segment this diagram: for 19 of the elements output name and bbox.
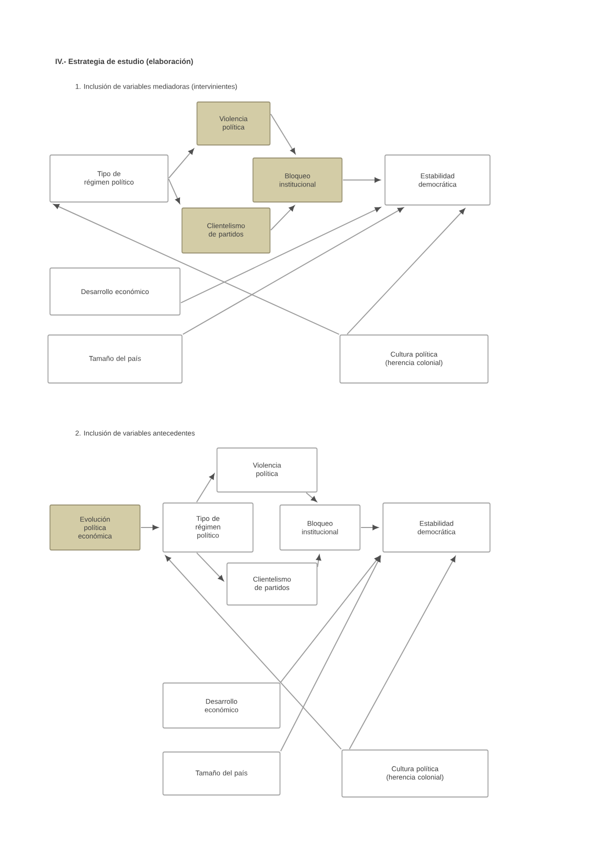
arrow	[180, 207, 381, 304]
arrow	[280, 556, 380, 683]
arrow	[196, 552, 224, 582]
arrow	[342, 177, 380, 183]
arrow	[196, 474, 215, 503]
arrow	[140, 524, 158, 530]
arrow	[168, 178, 180, 204]
arrow	[306, 492, 317, 502]
arrow	[182, 207, 404, 335]
arrow	[53, 204, 340, 335]
arrow	[360, 524, 378, 530]
arrow	[346, 208, 466, 335]
arrow	[168, 148, 194, 179]
arrow	[165, 556, 342, 750]
arrow	[348, 556, 456, 750]
arrow	[316, 554, 322, 568]
arrow	[280, 556, 381, 752]
arrow	[270, 114, 296, 154]
arrow	[270, 205, 295, 231]
